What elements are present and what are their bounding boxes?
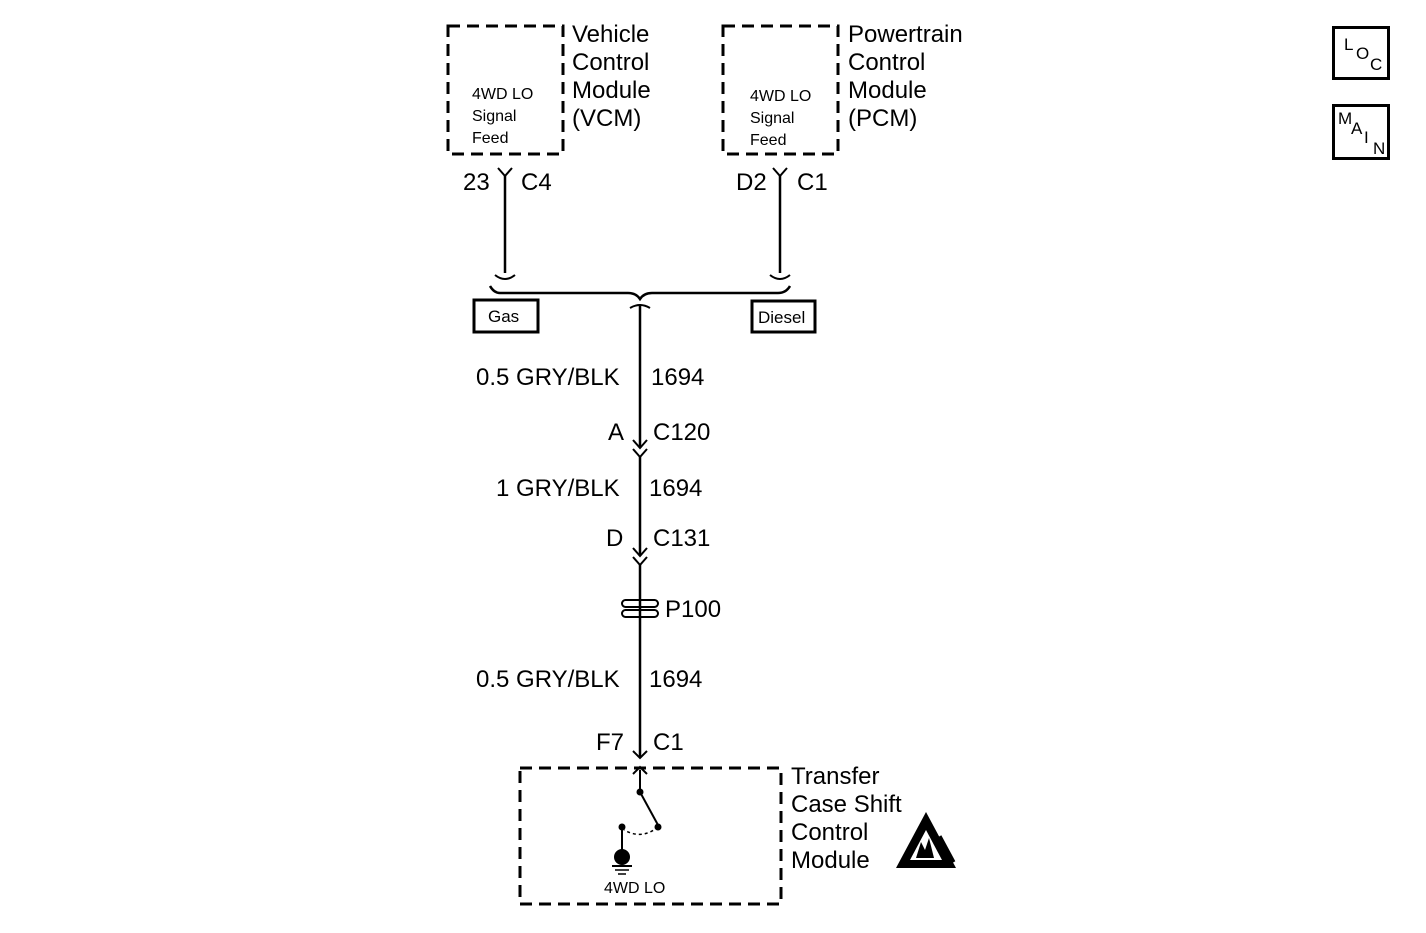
tcscm-name-line-2: Case Shift [791, 791, 902, 818]
ground-icon [612, 849, 632, 875]
tcscm-name-line-4: Module [791, 847, 870, 874]
bus-line [488, 285, 792, 302]
main-letter-m: M [1338, 109, 1353, 128]
pcm-pin-label: D2 [736, 169, 767, 196]
pcm-signal-line-2: Signal [750, 110, 794, 127]
main-circuit: 0.5 GRY/BLK 1694 A C120 1 GRY/BLK 1694 D… [476, 304, 721, 775]
diesel-option-label: Diesel [758, 308, 805, 327]
vcm-connector-label: C4 [521, 169, 552, 196]
tcscm-switch-label: 4WD LO [604, 880, 665, 897]
gas-option-label: Gas [488, 307, 519, 326]
c120-name-label: C120 [653, 419, 710, 446]
vcm-name-line-4: (VCM) [572, 105, 641, 132]
wire-2-circuit: 1694 [649, 475, 702, 502]
pcm-connector-label: C1 [797, 169, 828, 196]
c120-pin-label: A [608, 419, 624, 446]
tcscm-module-box [518, 766, 783, 906]
p100-label: P100 [665, 596, 721, 623]
vcm-splice-mark [494, 274, 516, 280]
vcm-connector-symbol [497, 167, 513, 178]
vcm-module-box [446, 24, 565, 156]
4wd-lo-switch-symbol [618, 770, 662, 852]
tcscm-module: Transfer Case Shift Control Module 4WD L… [518, 763, 956, 906]
c131-name-label: C131 [653, 525, 710, 552]
pcm-name-line-2: Control [848, 49, 925, 76]
pcm-module: 4WD LO Signal Feed Powertrain Control Mo… [721, 21, 963, 280]
tcscm-connector-label: C1 [653, 729, 684, 756]
main-button[interactable]: M A I N [1332, 104, 1390, 160]
p100-pass-through-symbol [621, 599, 659, 618]
loc-letter-l: L [1344, 35, 1354, 54]
vcm-name-line-2: Control [572, 49, 649, 76]
pcm-name-line-3: Module [848, 77, 927, 104]
c131-pin-label: D [606, 525, 623, 552]
vcm-module: 4WD LO Signal Feed Vehicle Control Modul… [446, 21, 651, 280]
pcm-splice-mark [769, 274, 791, 280]
main-letter-n: N [1373, 139, 1386, 158]
loc-letter-o: O [1356, 44, 1370, 63]
esd-warning-icon [896, 812, 956, 868]
pcm-name-line-4: (PCM) [848, 105, 917, 132]
tcscm-name-line-3: Control [791, 819, 868, 846]
tcscm-pin-label: F7 [596, 729, 624, 756]
wire-1-gauge-color: 0.5 GRY/BLK [476, 364, 620, 391]
vcm-pin-label: 23 [463, 169, 490, 196]
wire-2-gauge-color: 1 GRY/BLK [496, 475, 620, 502]
vcm-name-line-3: Module [572, 77, 651, 104]
pcm-signal-line-1: 4WD LO [750, 88, 811, 105]
tcscm-name-line-1: Transfer [791, 763, 879, 790]
pcm-signal-line-3: Feed [750, 132, 786, 149]
pcm-name-line-1: Powertrain [848, 21, 963, 48]
wire-3-gauge-color: 0.5 GRY/BLK [476, 666, 620, 693]
vcm-signal-line-1: 4WD LO [472, 86, 533, 103]
vcm-signal-line-2: Signal [472, 108, 516, 125]
loc-button[interactable]: L O C [1332, 26, 1390, 80]
wire-1-circuit: 1694 [651, 364, 704, 391]
diesel-option-box [750, 299, 817, 334]
pcm-connector-symbol [772, 167, 788, 178]
vcm-signal-line-3: Feed [472, 130, 508, 147]
main-letter-a: A [1351, 119, 1363, 138]
gas-option-box [472, 298, 540, 334]
loc-letter-c: C [1370, 55, 1383, 74]
main-letter-i: I [1364, 128, 1369, 147]
wire-3-circuit: 1694 [649, 666, 702, 693]
vcm-name-line-1: Vehicle [572, 21, 649, 48]
option-bus: Gas Diesel [472, 285, 817, 334]
pcm-module-box [721, 24, 840, 156]
